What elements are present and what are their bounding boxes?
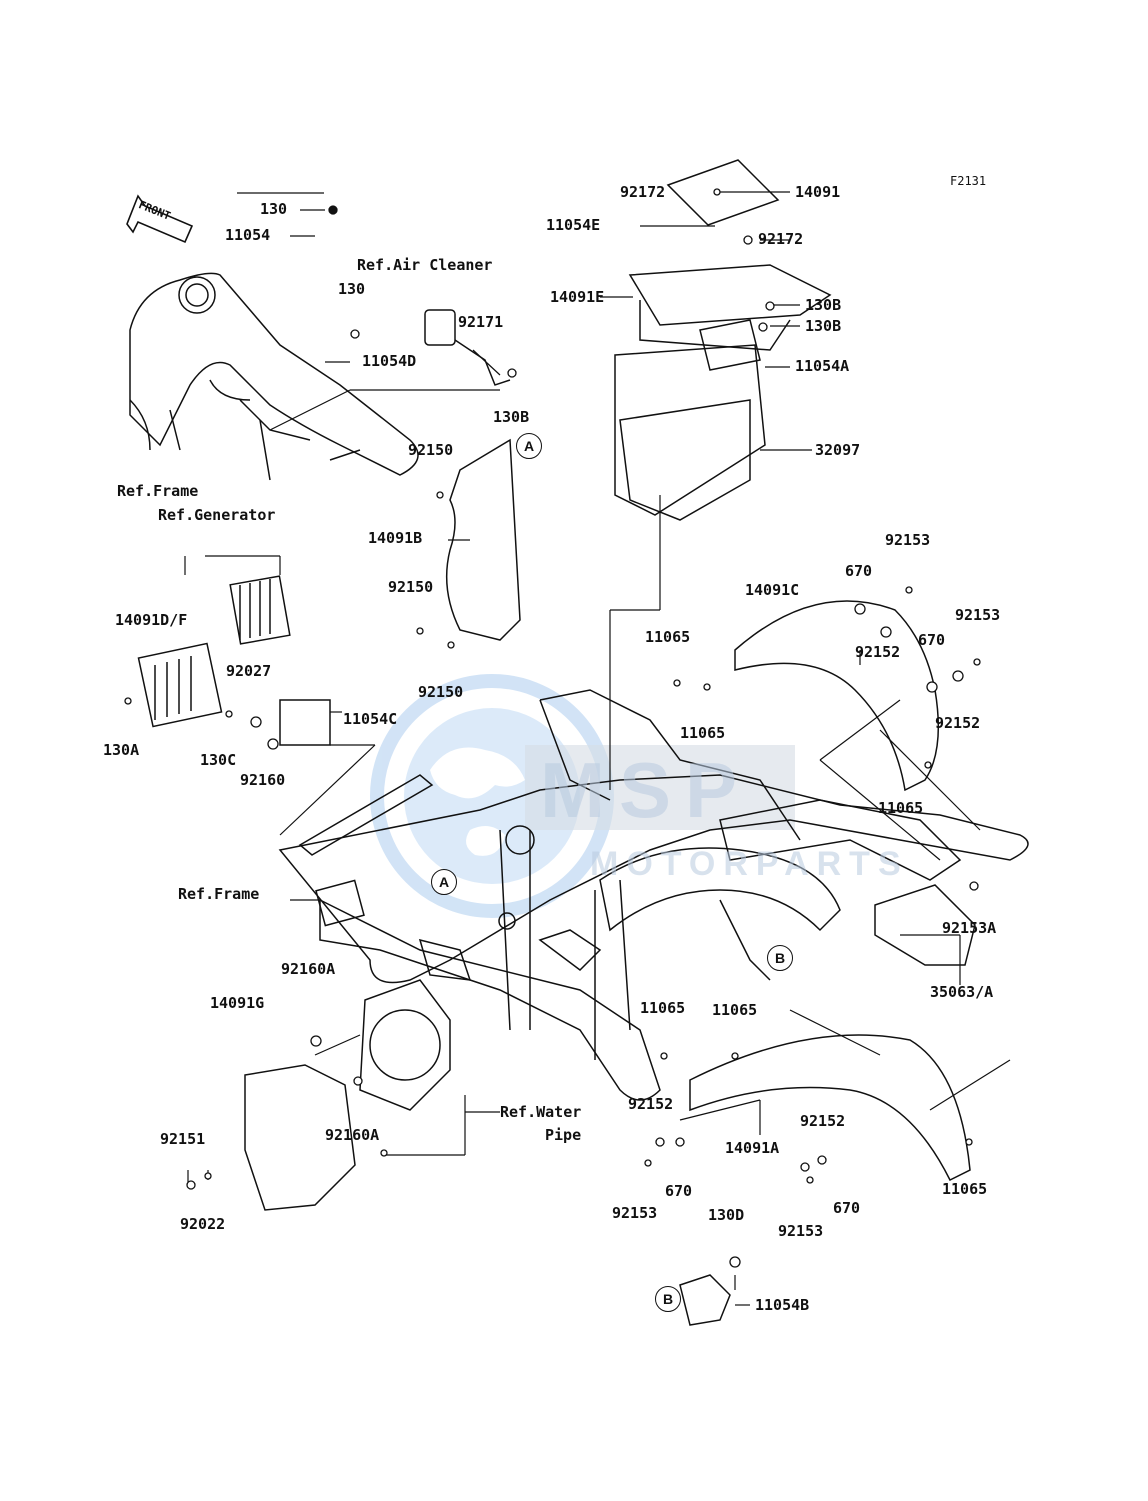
- part-130a: 130A: [103, 741, 140, 759]
- part-130c: 130C: [200, 751, 237, 769]
- part-92152-a: 92152: [855, 643, 901, 661]
- callout-b-mid: B: [767, 945, 793, 971]
- part-11054b: 11054B: [755, 1296, 810, 1314]
- part-92153a: 92153A: [942, 919, 997, 937]
- part-11065-b: 11065: [680, 724, 726, 742]
- part-92153-top: 92153: [885, 531, 931, 549]
- part-92150-top: 92150: [408, 441, 454, 459]
- part-130-top: 130: [260, 200, 288, 218]
- part-670-d: 670: [833, 1199, 861, 1217]
- part-130b-r1: 130B: [805, 296, 842, 314]
- part-92152-d: 92152: [800, 1112, 846, 1130]
- part-92160a-bot: 92160A: [325, 1126, 380, 1144]
- part-130-mid: 130: [338, 280, 366, 298]
- part-14091b: 14091B: [368, 529, 423, 547]
- part-11054e: 11054E: [546, 216, 601, 234]
- watermark-subtext: MOTORPARTS: [590, 845, 909, 883]
- part-14091c: 14091C: [745, 581, 800, 599]
- part-92153-r: 92153: [955, 606, 1001, 624]
- part-92151: 92151: [160, 1130, 206, 1148]
- ref-frame-top: Ref.Frame: [117, 482, 199, 500]
- part-92027: 92027: [226, 662, 272, 680]
- part-14091e: 14091E: [550, 288, 605, 306]
- part-14091: 14091: [795, 183, 841, 201]
- part-11054a: 11054A: [795, 357, 850, 375]
- ref-water-pipe-line2: Pipe: [545, 1126, 582, 1144]
- leader-lines: [184, 191, 1011, 1306]
- callout-a-top: A: [516, 433, 542, 459]
- part-92172-top: 92172: [620, 183, 666, 201]
- part-92150-mid: 92150: [388, 578, 434, 596]
- part-130b-r2: 130B: [805, 317, 842, 335]
- frame-sketch: [129, 159, 1029, 1326]
- part-11054c: 11054C: [343, 710, 398, 728]
- watermark-text: MSP: [540, 746, 752, 834]
- part-11054: 11054: [225, 226, 271, 244]
- part-35063a: 35063/A: [930, 983, 994, 1001]
- part-92150-bot: 92150: [418, 683, 464, 701]
- part-11065-d: 11065: [640, 999, 686, 1017]
- ref-frame-mid: Ref.Frame: [178, 885, 260, 903]
- diagram-code: F2131: [950, 174, 987, 188]
- callout-a-mid: A: [431, 869, 457, 895]
- part-130d: 130D: [708, 1206, 745, 1224]
- part-14091g: 14091G: [210, 994, 265, 1012]
- part-670-top: 670: [845, 562, 873, 580]
- part-92153-c: 92153: [612, 1204, 658, 1222]
- part-11065-c: 11065: [878, 799, 924, 817]
- ref-water-pipe-line1: Ref.Water: [500, 1103, 582, 1121]
- front-arrow-icon: [126, 194, 194, 244]
- part-92152-b: 92152: [935, 714, 981, 732]
- part-11065-a: 11065: [645, 628, 691, 646]
- part-670-r: 670: [918, 631, 946, 649]
- part-92022: 92022: [180, 1215, 226, 1233]
- part-11054d: 11054D: [362, 352, 417, 370]
- part-92172-right: 92172: [758, 230, 804, 248]
- ref-generator: Ref.Generator: [158, 506, 276, 524]
- ref-air-cleaner: Ref.Air Cleaner: [357, 256, 493, 274]
- part-670-c: 670: [665, 1182, 693, 1200]
- part-92171: 92171: [458, 313, 504, 331]
- watermark-emblem: [370, 674, 795, 918]
- part-32097: 32097: [815, 441, 861, 459]
- part-14091a: 14091A: [725, 1139, 780, 1157]
- part-14091df: 14091D/F: [115, 611, 188, 629]
- part-130b-left: 130B: [493, 408, 530, 426]
- part-11065-e: 11065: [712, 1001, 758, 1019]
- part-92160: 92160: [240, 771, 286, 789]
- part-92160a-top: 92160A: [281, 960, 336, 978]
- part-92153-d: 92153: [778, 1222, 824, 1240]
- callout-b-bot: B: [655, 1286, 681, 1312]
- hardware-bolts: [124, 188, 981, 1268]
- part-92152-c: 92152: [628, 1095, 674, 1113]
- part-11065-f: 11065: [942, 1180, 988, 1198]
